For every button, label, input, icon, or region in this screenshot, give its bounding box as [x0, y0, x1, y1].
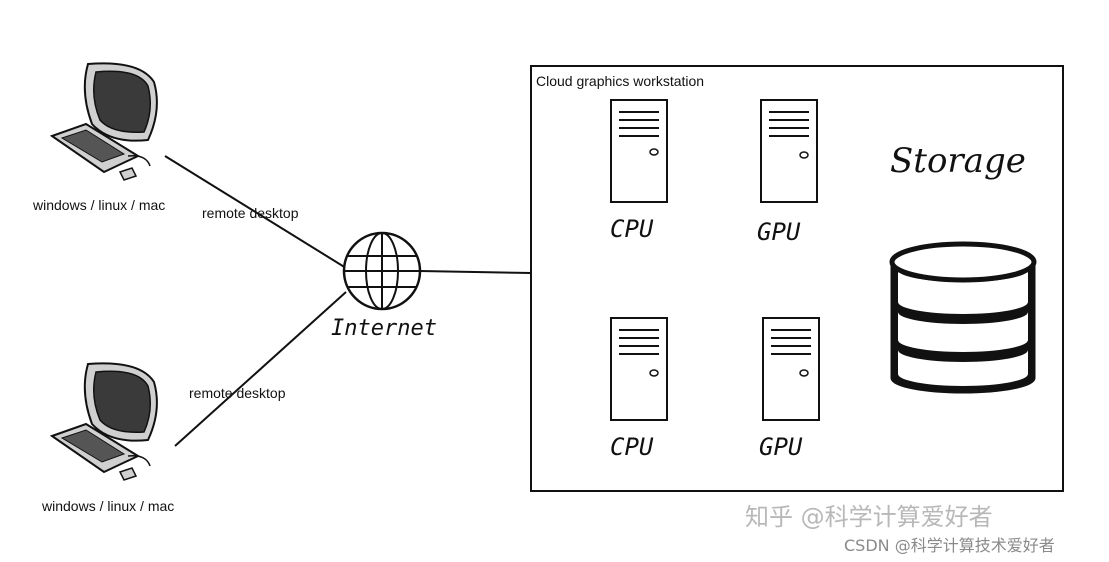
top-client-os-label: windows / linux / mac	[32, 197, 165, 213]
top-remote-desktop-label: remote desktop	[202, 205, 299, 221]
link-line-workstation	[419, 270, 532, 274]
internet-label: Internet	[331, 316, 437, 341]
server-tower-icon	[610, 99, 668, 203]
workstation-box	[530, 65, 1064, 492]
server-tower-icon	[762, 317, 820, 421]
link-line-bottom-client	[174, 291, 347, 447]
link-line-top-client	[164, 155, 347, 269]
server-label-gpu-top: GPU	[757, 218, 801, 246]
bottom-client-os-label: windows / linux / mac	[41, 498, 174, 514]
computer-icon	[49, 362, 158, 481]
server-tower-icon	[760, 99, 818, 203]
server-tower-icon	[610, 317, 668, 421]
database-icon	[889, 241, 1037, 394]
server-label-cpu-bottom: CPU	[610, 433, 654, 461]
computer-icon	[49, 62, 158, 181]
workstation-title: Cloud graphics workstation	[536, 73, 704, 89]
storage-label: Storage	[890, 141, 1026, 181]
server-label-cpu-top: CPU	[610, 215, 654, 243]
watermark-line-2: CSDN @科学计算技术爱好者	[844, 536, 1055, 555]
server-label-gpu-bottom: GPU	[759, 433, 803, 461]
bottom-remote-desktop-label: remote desktop	[189, 385, 286, 401]
watermark-line-1: 知乎 @科学计算爱好者	[745, 503, 993, 531]
globe-icon	[342, 231, 422, 311]
